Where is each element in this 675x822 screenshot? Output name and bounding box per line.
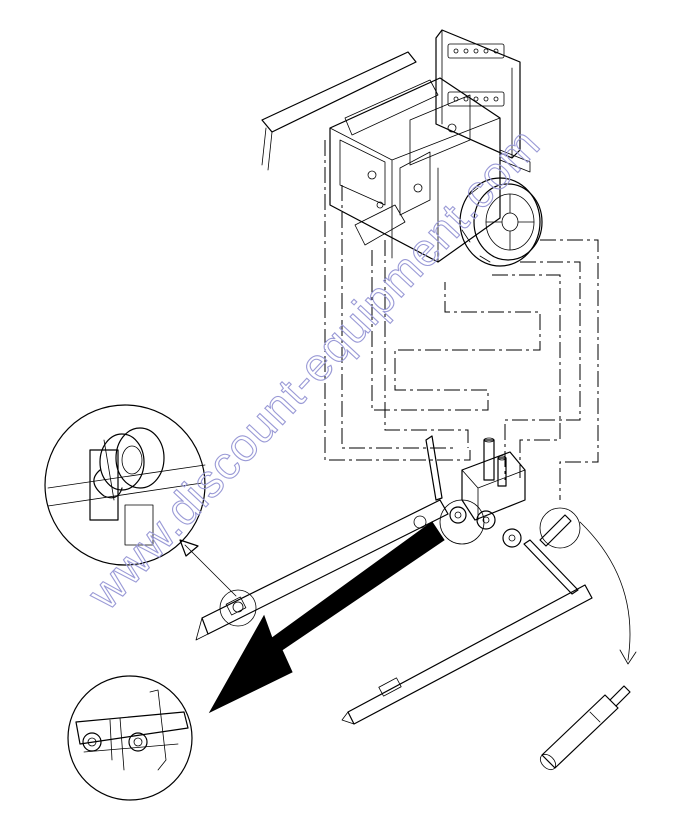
handwheel (459, 177, 543, 267)
callout-ring-left (219, 589, 257, 627)
lever-mechanism (195, 435, 593, 725)
callout-hollow-arrowhead (179, 539, 199, 557)
assembly-guide-lines (324, 140, 599, 500)
callout-ring-center (439, 499, 485, 545)
callout-ring-right (539, 507, 581, 549)
gas-spring-cylinder (539, 685, 631, 771)
removal-arrowhead (619, 649, 637, 665)
watermark-text: www.discount-equipment.com (77, 117, 550, 619)
bracket-holes (447, 43, 505, 107)
machine-frame-assembly (261, 29, 543, 267)
removal-arc (579, 521, 631, 661)
callout-leader-upper (184, 544, 237, 597)
detail-view-pins (67, 675, 193, 801)
arrow-icon (208, 521, 445, 714)
detail-view-roller (44, 404, 206, 566)
